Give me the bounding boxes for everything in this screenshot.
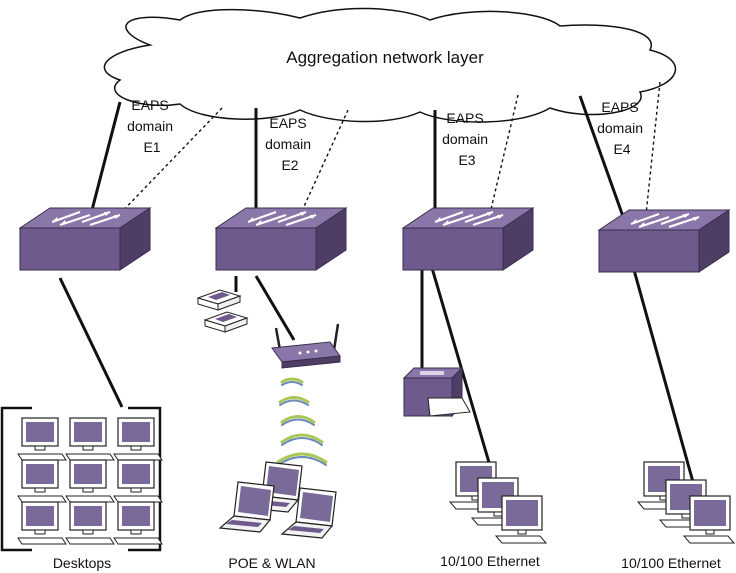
printer (402, 366, 471, 418)
laptop (219, 481, 275, 533)
monitor (495, 495, 547, 544)
downlink-ethernet-1 (430, 267, 502, 501)
desktop-pc (65, 417, 115, 461)
ethernet-group-1 (449, 461, 547, 544)
uplink-e3-secondary (487, 94, 519, 223)
label-poe-wlan: POE & WLAN (228, 555, 315, 571)
group-labels: Desktops POE & WLAN 10/100 Ethernet 10/1… (53, 553, 721, 571)
downlink-desktops (58, 277, 124, 408)
switch-e4 (598, 209, 730, 273)
downlink-ap (254, 275, 296, 341)
label-ethernet-1: 10/100 Ethernet (440, 553, 540, 569)
switch-e3 (402, 207, 534, 271)
cloud-label: Aggregation network layer (286, 48, 484, 67)
ethernet-group-2 (637, 461, 735, 544)
label-desktops: Desktops (53, 555, 111, 571)
switch-e1 (19, 207, 151, 271)
domain-e4-label: EAPS domain E4 (597, 99, 647, 157)
desktop-pc (17, 417, 67, 461)
desktop-pc (65, 459, 115, 503)
ip-phones (197, 289, 248, 333)
domain-e2-label: EAPS domain E2 (265, 115, 315, 173)
uplink-e1-primary (90, 101, 122, 211)
uplink-e4-secondary (644, 81, 661, 225)
label-ethernet-2: 10/100 Ethernet (621, 555, 721, 571)
desktop-pc (17, 501, 67, 545)
aggregation-cloud: Aggregation network layer (103, 7, 677, 123)
downlinks (58, 267, 700, 501)
uplinks (90, 81, 661, 225)
wireless-access-point (271, 323, 341, 369)
uplink-e2-secondary (295, 109, 349, 225)
desktop-pc (113, 417, 163, 461)
domain-e1-label: EAPS domain E1 (127, 97, 177, 155)
wireless-waves (276, 377, 328, 466)
desktop-pc (113, 459, 163, 503)
domain-e3-label: EAPS domain E3 (442, 110, 492, 168)
downlink-ethernet-2 (632, 269, 700, 501)
uplink-e1-secondary (111, 107, 223, 223)
desktop-pc (17, 459, 67, 503)
desktops-group (0, 406, 163, 552)
uplink-e4-primary (578, 95, 627, 223)
eaps-domain-labels: EAPS domain E1 EAPS domain E2 EAPS domai… (127, 97, 647, 173)
switch-e2 (215, 207, 347, 271)
monitor (683, 495, 735, 544)
desktop-pc (65, 501, 115, 545)
desktop-pc (113, 501, 163, 545)
laptops-group (219, 461, 337, 539)
